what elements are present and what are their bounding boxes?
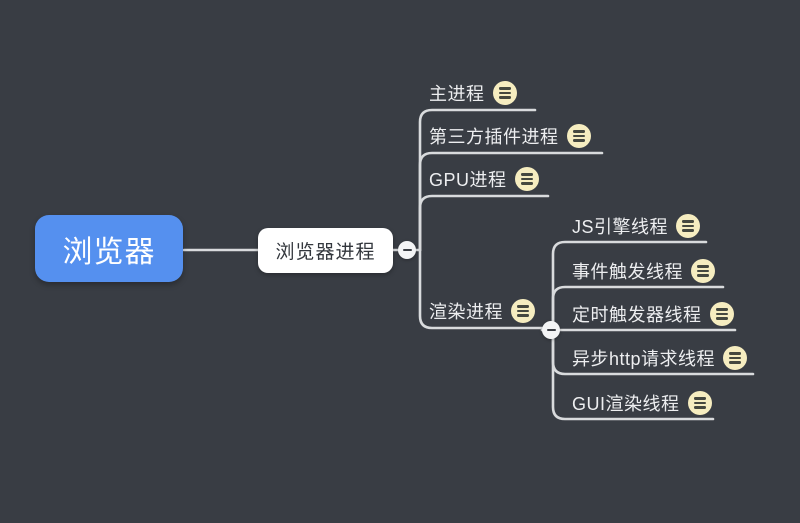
- topic-label: 异步http请求线程: [572, 349, 716, 369]
- topic-label: GPU进程: [429, 170, 507, 190]
- minus-icon: [402, 248, 412, 252]
- notes-icon[interactable]: [511, 299, 535, 323]
- link-gui-render-thread: [551, 328, 715, 421]
- topic-label: 第三方插件进程: [429, 127, 559, 147]
- topic-label: 渲染进程: [429, 302, 503, 322]
- notes-icon[interactable]: [687, 391, 712, 415]
- root-topic-label: 浏览器: [62, 235, 156, 269]
- topic-label: 定时触发器线程: [572, 305, 702, 325]
- topic-label: GUI渲染线程: [572, 394, 680, 414]
- link-render-process: [418, 248, 544, 330]
- notes-icon[interactable]: [676, 214, 701, 238]
- topic-main-process[interactable]: 主进程: [429, 80, 517, 106]
- topic-label: JS引擎线程: [572, 217, 669, 237]
- notes-icon[interactable]: [492, 81, 517, 105]
- collapse-button-render-process[interactable]: [542, 321, 560, 339]
- topic-gpu-process[interactable]: GPU进程: [429, 166, 539, 192]
- link-plugin-process: [418, 151, 604, 252]
- notes-icon[interactable]: [691, 259, 715, 283]
- link-main-process: [418, 108, 537, 252]
- notes-icon[interactable]: [514, 167, 539, 191]
- link-js-engine-thread: [551, 240, 708, 332]
- notes-icon[interactable]: [566, 124, 591, 148]
- minus-icon: [546, 328, 556, 332]
- topic-render-process[interactable]: 渲染进程: [429, 298, 535, 324]
- topic-gui-render-thread[interactable]: GUI渲染线程: [572, 390, 712, 416]
- topic-timer-thread[interactable]: 定时触发器线程: [572, 301, 734, 327]
- root-topic-browser[interactable]: 浏览器: [35, 215, 183, 282]
- topic-js-engine-thread[interactable]: JS引擎线程: [572, 213, 701, 239]
- topic-label: 事件触发线程: [572, 262, 683, 282]
- topic-plugin-process[interactable]: 第三方插件进程: [429, 123, 591, 149]
- topic-label: 主进程: [429, 84, 485, 104]
- notes-icon[interactable]: [709, 302, 734, 326]
- topic-event-thread[interactable]: 事件触发线程: [572, 258, 715, 284]
- central-topic-browser-process[interactable]: 浏览器进程: [258, 228, 393, 273]
- link-event-thread: [551, 285, 725, 332]
- notes-icon[interactable]: [723, 346, 748, 370]
- topic-async-http-thread[interactable]: 异步http请求线程: [572, 345, 748, 371]
- central-topic-label: 浏览器进程: [275, 242, 376, 263]
- link-gpu-process: [418, 194, 550, 252]
- collapse-button-browser-process[interactable]: [398, 241, 416, 259]
